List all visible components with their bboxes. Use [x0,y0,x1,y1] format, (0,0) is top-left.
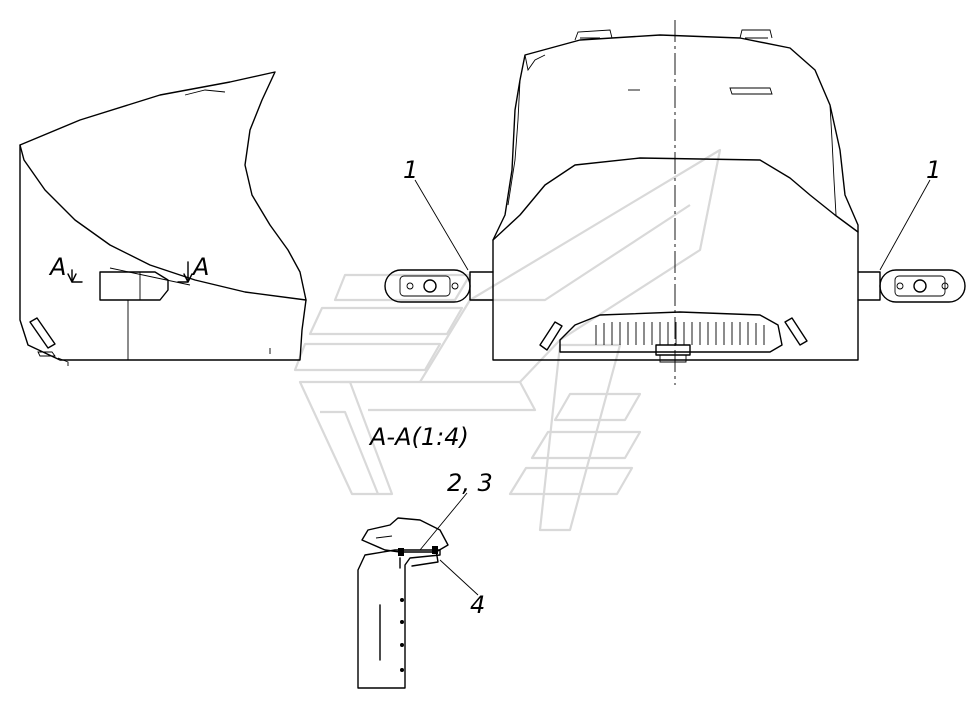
side-view-hood [19,71,307,366]
watermark-logo [293,148,722,532]
callout-1-right: 1 [926,156,941,184]
right-handle [857,269,966,303]
vent-slots [595,322,765,345]
callout-2-3: 2, 3 [447,469,493,497]
callout-4: 4 [470,591,485,619]
section-mark-right: A [191,253,209,281]
section-view-a-a [357,517,449,689]
callout-1-left: 1 [403,156,418,184]
section-title: A-A(1:4) [368,423,469,451]
section-mark-left: A [48,253,66,281]
leader-lines [414,179,931,596]
front-view-hood [384,20,966,385]
left-handle [384,269,494,303]
